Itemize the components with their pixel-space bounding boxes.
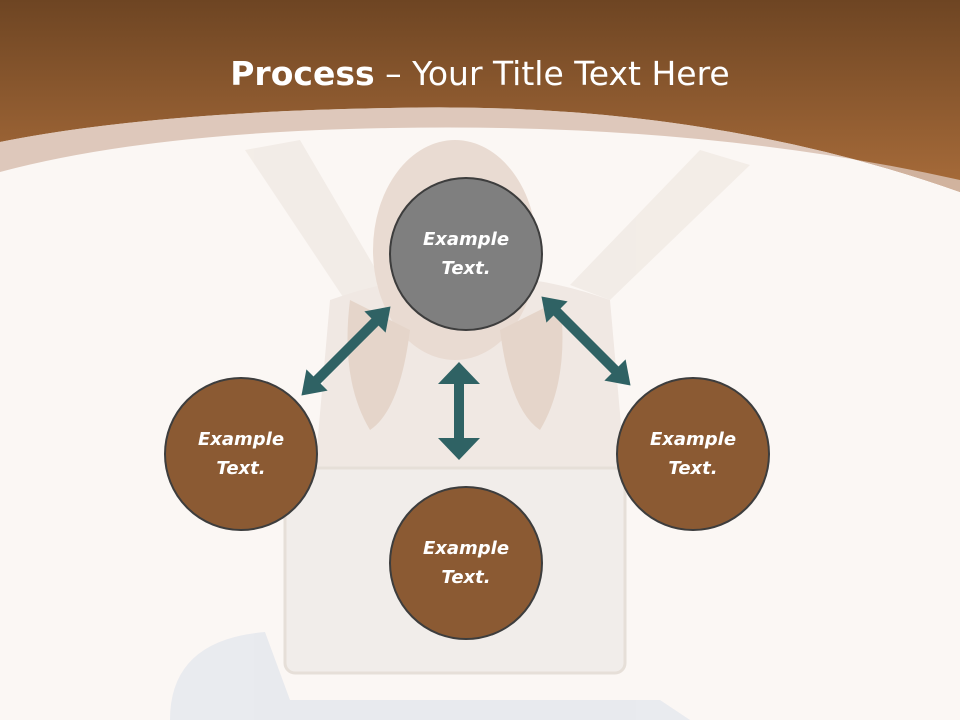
node-top-line2: Text. (441, 258, 491, 279)
arrow-top-right (541, 296, 631, 386)
node-bottom-line1: Example (422, 538, 510, 559)
process-node-bottom: Example Text. (389, 486, 543, 640)
process-node-top: Example Text. (389, 177, 543, 331)
slide-title: Process – Your Title Text Here (0, 52, 960, 96)
node-bottom-line2: Text. (441, 567, 491, 588)
title-bold: Process (230, 54, 375, 93)
connector-arrows (301, 296, 631, 460)
node-top-line1: Example (422, 229, 510, 250)
process-node-left: Example Text. (164, 377, 318, 531)
node-left-line1: Example (197, 429, 285, 450)
node-left-line2: Text. (216, 458, 266, 479)
node-right-line2: Text. (668, 458, 718, 479)
header-swoosh (0, 107, 960, 192)
node-right-line1: Example (649, 429, 737, 450)
title-rest: – Your Title Text Here (374, 54, 730, 93)
header-band (0, 0, 960, 192)
arrow-vertical (438, 362, 480, 460)
process-node-right: Example Text. (616, 377, 770, 531)
arrow-top-left (301, 306, 391, 396)
